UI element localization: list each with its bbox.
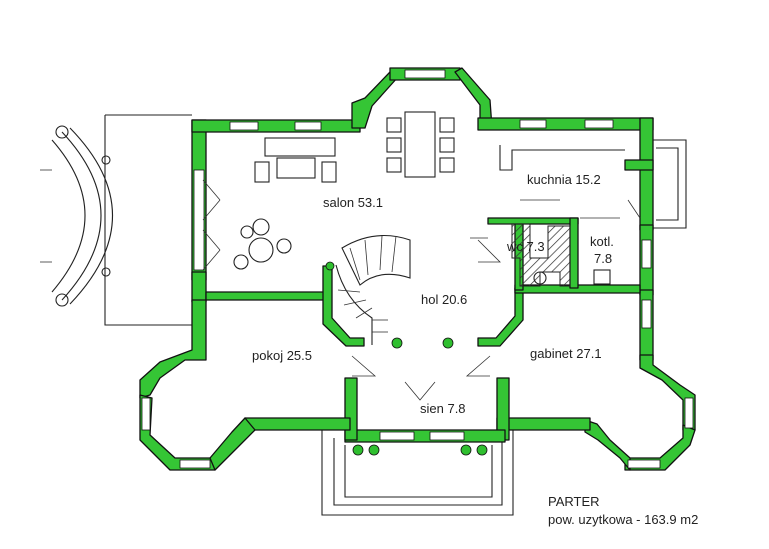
- entrance-terrace: [321, 430, 514, 516]
- furniture-salon: [202, 111, 455, 271]
- label-kotl-area: 7.8: [594, 251, 612, 266]
- windows: [141, 69, 694, 469]
- label-kuchnia: kuchnia 15.2: [527, 172, 601, 187]
- label-kotl-name: kotl.: [590, 234, 614, 249]
- label-sien: sien 7.8: [420, 401, 466, 416]
- label-gabinet: gabinet 27.1: [530, 346, 602, 361]
- caption-floor: PARTER: [548, 494, 600, 509]
- label-wc: wc 7.3: [506, 239, 545, 254]
- columns: [325, 261, 488, 456]
- doors: [351, 199, 641, 401]
- kitchen-balcony: [652, 139, 687, 229]
- label-pokoj: pokoj 25.5: [252, 348, 312, 363]
- label-salon: salon 53.1: [323, 195, 383, 210]
- label-hol: hol 20.6: [421, 292, 467, 307]
- terrace-left: [40, 114, 192, 326]
- caption-area: pow. uzytkowa - 163.9 m2: [548, 512, 698, 527]
- wc-kotl-fixtures: [488, 223, 611, 287]
- staircase: [335, 235, 411, 345]
